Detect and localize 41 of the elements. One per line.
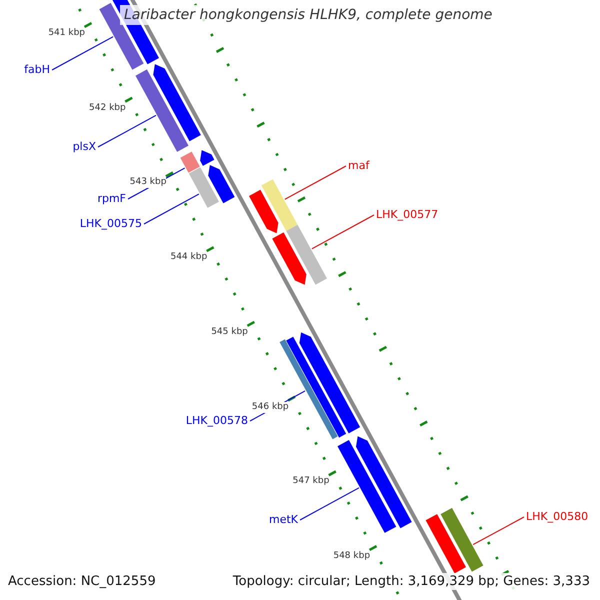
gene-bar [208,165,235,204]
scale-label: 544 kbp [170,252,208,264]
gene-label: LHK_00580 [526,510,588,524]
scale-label: 543 kbp [130,177,166,188]
scale-label: 547 kbp [292,476,330,488]
leader-line [52,36,114,70]
gene-bar [440,508,484,572]
gene-bar [286,224,327,285]
gene-label: metK [268,513,298,527]
gene-label: maf [348,159,370,173]
scale-label: 545 kbp [211,326,248,338]
gene-label: plsX [72,140,96,154]
gene-bar [426,514,466,574]
gene-bar [249,190,278,234]
scale-label: 542 kbp [89,102,126,114]
gene-bar [286,336,346,438]
gene-bar [272,232,306,285]
gene-bar [338,440,396,533]
gene-label: LHK_00575 [80,217,142,231]
gene-bar [188,167,219,208]
gene-label: LHK_00578 [186,414,248,428]
gene-bar [299,332,360,434]
gene-bar [153,64,201,142]
leader-line [284,166,346,200]
scale-label: 541 kbp [48,28,85,39]
gene-label: rpmF [97,192,126,206]
gene-label: fabH [24,63,50,77]
summary-text: Topology: circular; Length: 3,169,329 bp; Genes: 3,333 [230,573,592,590]
gene-bar [200,150,214,166]
leader-line [311,214,374,250]
gene-label: LHK_00577 [376,208,438,222]
gene-bar [261,179,298,231]
accession-text: Accession: NC_012559 [6,573,158,590]
leader-line [98,114,157,148]
leader-line [300,487,360,520]
gene-bar [180,152,200,173]
gene-bar [136,69,188,152]
scale-label: 548 kbp [333,551,370,562]
gene-bar [356,436,412,528]
leader-line [144,194,200,224]
scale-label: 546 kbp [252,402,289,413]
